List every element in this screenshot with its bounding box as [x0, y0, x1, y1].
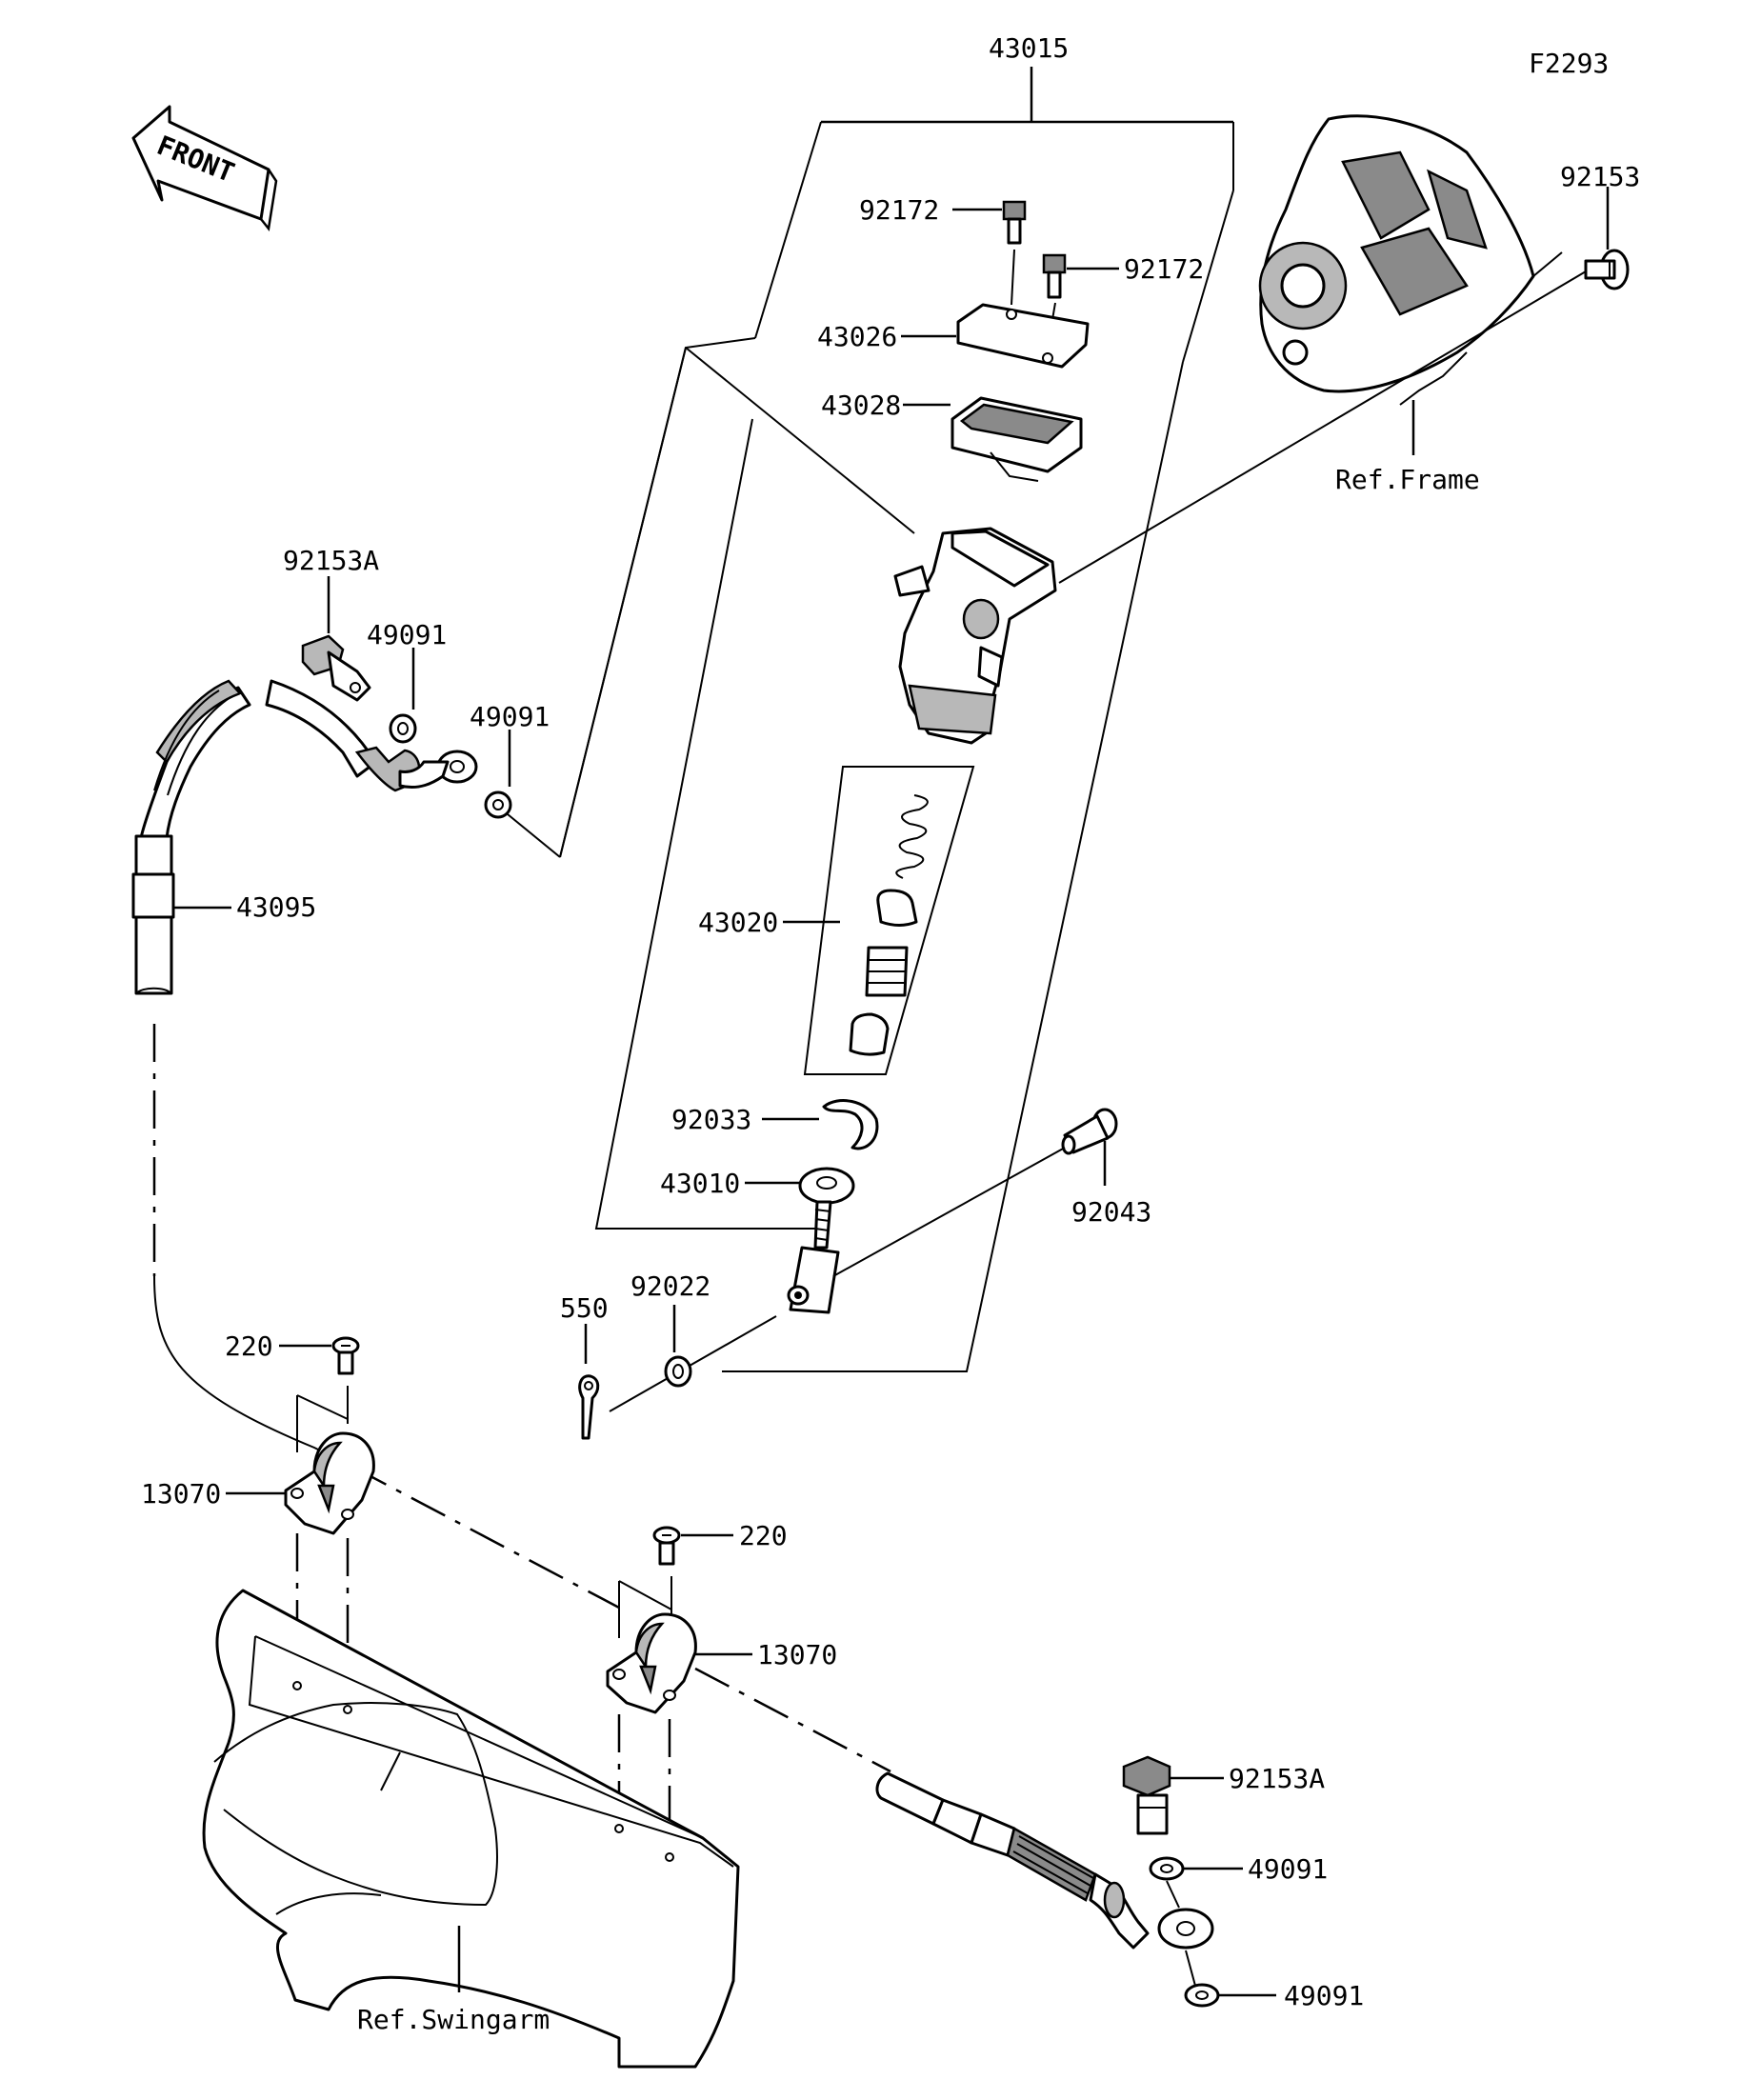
clamp-13070-a — [284, 1386, 375, 1535]
piston-kit-43020 — [803, 766, 975, 1075]
screw-220-b — [652, 1526, 681, 1566]
pin-guide — [832, 1147, 1066, 1277]
front-arrow-icon: FRONT — [131, 105, 278, 231]
washer-49091-c — [1149, 1856, 1185, 1881]
pin-92043 — [1061, 1108, 1118, 1155]
label-92172-b: 92172 — [1124, 253, 1204, 285]
label-92153A-top: 92153A — [283, 545, 379, 576]
label-49091-b: 49091 — [470, 701, 550, 732]
label-92172-a: 92172 — [859, 194, 939, 226]
label-43015: 43015 — [989, 32, 1069, 64]
bolt-92153-top — [1584, 249, 1630, 290]
frame-part — [1258, 114, 1563, 406]
bolt-92172-b — [1042, 253, 1067, 299]
bolt-92172-a — [1002, 200, 1027, 245]
guide-line — [594, 418, 829, 1230]
diaphragm-43028 — [951, 396, 1083, 482]
label-43095: 43095 — [236, 891, 316, 923]
label-92022: 92022 — [630, 1270, 710, 1302]
hose-route-line — [351, 1465, 620, 1610]
label-220-b: 220 — [739, 1520, 788, 1551]
label-220-a: 220 — [225, 1330, 273, 1362]
label-92033: 92033 — [671, 1104, 751, 1135]
banjo-fitting — [1157, 1908, 1214, 1950]
hose-route-line — [694, 1667, 891, 1773]
banjo-bolt-92153A-top — [301, 634, 371, 702]
bolt-guide — [1058, 270, 1587, 584]
banjo-bolt-92153A-bottom — [1122, 1755, 1171, 1835]
label-43026: 43026 — [817, 321, 897, 352]
ref-swingarm-label: Ref.Swingarm — [357, 2004, 550, 2035]
label-92043: 92043 — [1071, 1196, 1151, 1228]
label-550: 550 — [560, 1292, 609, 1324]
master-cylinder-body — [893, 527, 1057, 745]
label-49091-d: 49091 — [1284, 1980, 1364, 2011]
label-92153-top: 92153 — [1560, 161, 1640, 192]
guide-line — [685, 347, 915, 534]
guide-line — [559, 347, 687, 858]
label-92153A-bottom: 92153A — [1229, 1763, 1325, 1794]
cap-43026 — [956, 303, 1090, 369]
hose-43095 — [131, 679, 478, 995]
label-49091-a: 49091 — [367, 619, 447, 650]
cotter-pin-550 — [578, 1374, 600, 1440]
label-13070-b: 13070 — [757, 1639, 837, 1670]
label-13070-a: 13070 — [141, 1478, 221, 1510]
ref-frame-label: Ref.Frame — [1335, 464, 1480, 495]
label-49091-c: 49091 — [1248, 1853, 1328, 1885]
push-rod-43010 — [787, 1167, 855, 1314]
circlip-92033 — [822, 1099, 879, 1150]
washer-49091-a — [389, 713, 417, 744]
pin-guide — [609, 1315, 777, 1412]
washer-49091-b — [484, 790, 512, 819]
label-43020: 43020 — [698, 907, 778, 938]
label-43010: 43010 — [660, 1168, 740, 1199]
washer-92022 — [664, 1355, 692, 1388]
figure-id: F2293 — [1529, 48, 1609, 79]
swingarm-part — [202, 1589, 740, 2069]
label-43028: 43028 — [821, 390, 901, 421]
hose-43095-lower — [875, 1771, 1150, 1950]
hose-route-line — [153, 1275, 353, 1468]
washer-49091-d — [1184, 1983, 1220, 2008]
screw-220-a — [331, 1336, 360, 1375]
clamp-13070-b — [606, 1576, 697, 1714]
